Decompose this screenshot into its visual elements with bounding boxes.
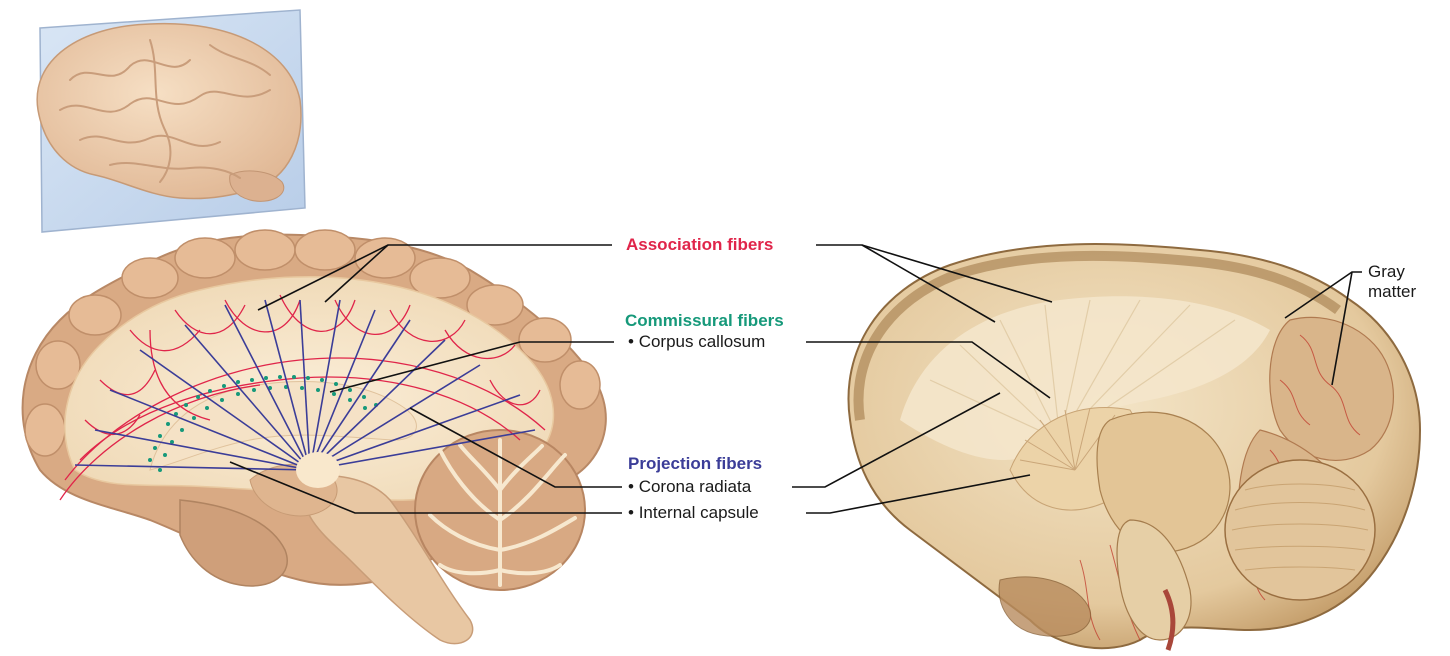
corona-radiata-label-wrap: Corona radiata [628,477,751,497]
dissected-brain-photo [848,244,1420,650]
gray-matter-label-line2: matter [1368,282,1428,302]
inset-brain-thumbnail [37,10,305,232]
internal-capsule-label-wrap: Internal capsule [628,503,759,523]
illustrated-brain [23,230,606,644]
commissural-fibers-label: Commissural fibers [625,311,784,331]
internal-capsule-label: Internal capsule [628,503,759,522]
internal-capsule-region [296,452,340,488]
corpus-callosum-label-wrap: Corpus callosum [628,332,765,352]
association-fibers-label: Association fibers [626,235,773,255]
photo-cerebellum [1225,460,1375,600]
projection-fibers-label: Projection fibers [628,454,762,474]
gray-matter-label-line1: Gray [1368,262,1428,282]
corona-radiata-label: Corona radiata [628,477,751,496]
cerebellum [415,430,585,590]
gray-matter-label: Gray matter [1368,262,1428,302]
corpus-callosum-label: Corpus callosum [628,332,765,351]
